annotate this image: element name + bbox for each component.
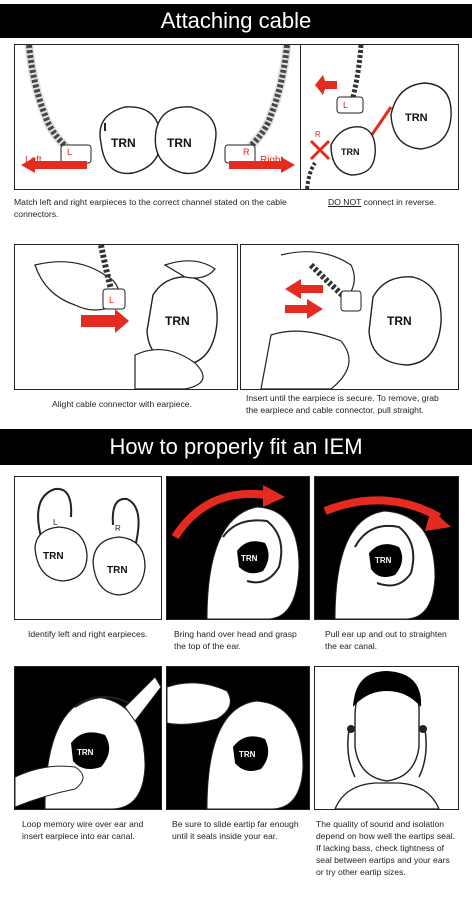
svg-text:TRN: TRN — [107, 565, 128, 576]
svg-text:TRN: TRN — [341, 147, 360, 157]
panel-pull-ear: TRN — [314, 476, 459, 620]
section-title-attaching: Attaching cable — [0, 4, 472, 38]
section-title-fitting: How to properly fit an IEM — [0, 429, 472, 465]
svg-text:L: L — [109, 295, 114, 305]
svg-text:TRN: TRN — [405, 112, 428, 124]
caption-pull: Pull ear up and out to straighten the ea… — [325, 629, 447, 651]
panel-insert-connector: TRN — [240, 244, 459, 390]
panel-sound-quality — [314, 666, 459, 810]
caption-insert: Insert until the earpiece is secure. To … — [246, 393, 439, 415]
align-illustration: L TRN — [34, 245, 218, 389]
svg-text:TRN: TRN — [165, 314, 190, 328]
svg-text:R: R — [315, 130, 321, 139]
panel-identify-earpieces: TRN L TRN R — [14, 476, 162, 620]
caption-align: Alight cable connector with earpiece. — [52, 399, 192, 409]
curved-arrow-icon-2 — [425, 509, 451, 531]
right-connector-label: R — [243, 147, 250, 157]
svg-text:L: L — [343, 100, 348, 110]
right-arrow-icon — [229, 157, 295, 173]
insert-illustration: TRN — [260, 251, 442, 389]
head-with-iems-illustration — [334, 671, 440, 809]
panel-left-right-earpieces: L TRN Left TRN R Right — [14, 44, 302, 190]
panel-loop-wire: TRN — [14, 666, 162, 810]
caption-match: Match left and right earpieces to the co… — [14, 197, 287, 219]
align-arrow-icon — [81, 309, 129, 333]
remove-arrow-icon — [285, 279, 323, 299]
svg-text:TRN: TRN — [77, 748, 94, 757]
caption-quality: The quality of sound and isolation depen… — [316, 819, 456, 877]
left-earpiece-dot — [347, 725, 355, 733]
left-label: Left — [25, 155, 42, 166]
svg-text:TRN: TRN — [375, 556, 392, 565]
hand-over-head-illustration: TRN — [171, 485, 300, 619]
caption-loop: Loop memory wire over ear and insert ear… — [22, 819, 144, 841]
loop-wire-illustration: TRN — [15, 676, 161, 809]
svg-text:R: R — [115, 524, 121, 533]
caption-slide: Be sure to slide eartip far enough until… — [172, 819, 299, 841]
svg-text:TRN: TRN — [387, 314, 412, 328]
up-arrow-icon — [315, 75, 337, 95]
reverse-illustration: L TRN TRN R — [305, 45, 452, 189]
panel-align-connector: L TRN — [14, 244, 238, 390]
identify-illustration: TRN L TRN R — [34, 487, 146, 596]
insert-arrow-icon — [285, 299, 323, 319]
svg-text:TRN: TRN — [43, 551, 64, 562]
svg-text:TRN: TRN — [241, 554, 258, 563]
panel-slide-eartip: TRN — [166, 666, 310, 810]
right-earpiece-dot — [419, 725, 427, 733]
left-connector-label: L — [67, 147, 72, 157]
caption-identify: Identify left and right earpieces. — [28, 629, 148, 639]
left-arrow-icon — [21, 157, 87, 173]
caption-reverse: DO NOT connect in reverse. — [328, 197, 437, 207]
left-right-illustration: L TRN Left TRN R Right — [21, 45, 295, 175]
caption-hand: Bring hand over head and grasp the top o… — [174, 629, 297, 651]
panel-reverse-warning: L TRN TRN R — [300, 44, 459, 190]
curved-arrow-icon — [263, 485, 285, 507]
right-earpiece-brand: TRN — [167, 136, 192, 150]
slide-eartip-illustration: TRN — [167, 682, 304, 809]
svg-text:L: L — [53, 518, 58, 527]
panel-hand-over-head: TRN — [166, 476, 310, 620]
svg-text:TRN: TRN — [239, 750, 256, 759]
right-label: Right — [260, 155, 284, 166]
left-earpiece-brand: TRN — [111, 136, 136, 150]
pull-ear-illustration: TRN — [323, 496, 451, 619]
